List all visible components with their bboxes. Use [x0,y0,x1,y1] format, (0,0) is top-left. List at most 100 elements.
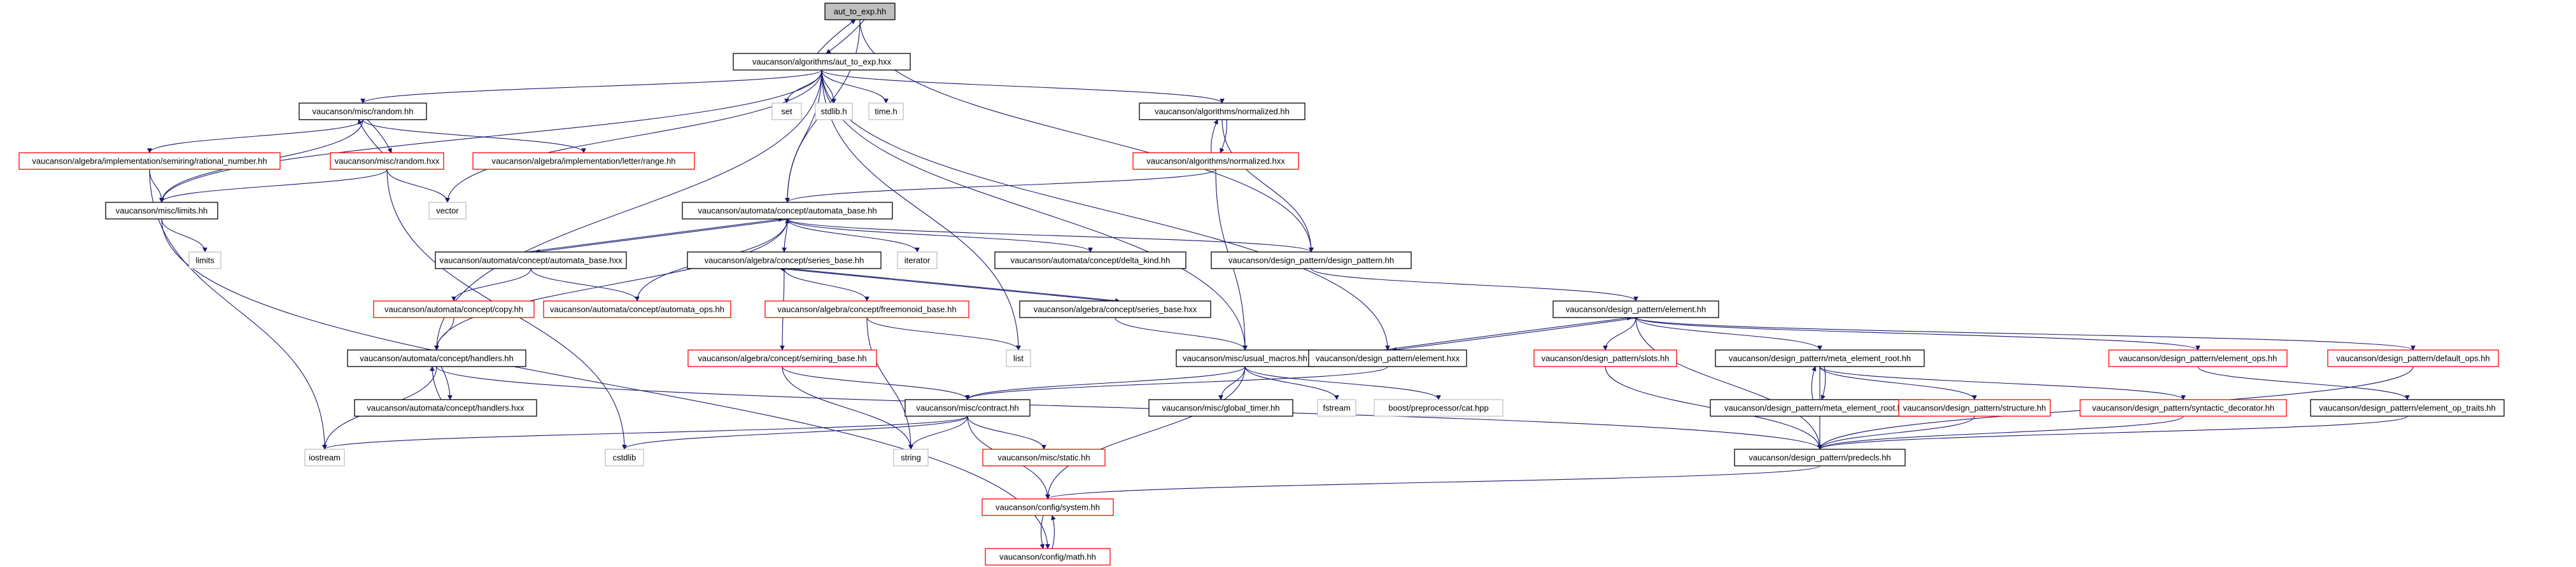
node-label: vaucanson/misc/contract.hh [916,403,1018,413]
node-list[interactable]: list [1006,349,1031,367]
node-meta-element-root-hxx[interactable]: vaucanson/design_pattern/meta_element_ro… [1710,399,1925,417]
node-box [994,251,1186,269]
node-syntactic-decorator-hh[interactable]: vaucanson/design_pattern/syntactic_decor… [2080,399,2287,417]
node-box [472,152,695,170]
node-label: vaucanson/algebra/concept/semiring_base.… [698,354,866,363]
node-box [2310,399,2505,417]
node-slots-hh[interactable]: vaucanson/design_pattern/slots.hh [1533,349,1677,367]
node-meta-element-root-hh[interactable]: vaucanson/design_pattern/meta_element_ro… [1715,349,1925,367]
node-vector[interactable]: vector [428,202,467,220]
node-box [105,202,218,220]
node-time-h[interactable]: time.h [868,102,904,120]
edge-random_hxx-to-limits_hh [159,169,388,203]
node-normalized-hh[interactable]: vaucanson/algorithms/normalized.hh [1139,102,1306,120]
node-copy-hh[interactable]: vaucanson/automata/concept/copy.hh [373,300,535,318]
node-handlers-hxx[interactable]: vaucanson/automata/concept/handlers.hxx [354,399,537,417]
node-box [299,102,427,120]
node-label: vaucanson/misc/static.hh [997,453,1090,463]
edge-automata_base_hxx-to-copy_hh [451,268,531,302]
node-handlers-hh[interactable]: vaucanson/automata/concept/handlers.hh [347,349,526,367]
node-delta-kind-hh[interactable]: vaucanson/automata/concept/delta_kind.hh [994,251,1186,269]
edge-system_hh-to-math_hh [1039,515,1045,549]
node-contract-hh[interactable]: vaucanson/misc/contract.hh [904,399,1031,417]
node-element-hh[interactable]: vaucanson/design_pattern/element.hh [1552,300,1719,318]
node-label: vaucanson/automata/concept/handlers.hxx [367,403,524,413]
edge-random_hh-to-rational_number_hh [147,119,363,153]
node-label: vaucanson/config/system.hh [996,503,1100,512]
node-iterator[interactable]: iterator [897,251,938,269]
edge-handlers_hxx-to-handlers_hh [430,366,442,400]
edge-automata_base_hh-to-automata_base_hxx [535,218,792,254]
edge-element_hh-to-element_ops_hh [1635,317,2200,351]
node-iostream[interactable]: iostream [304,449,345,466]
node-letter-range-hh[interactable]: vaucanson/algebra/implementation/letter/… [472,152,695,170]
node-default-ops-hh[interactable]: vaucanson/design_pattern/default_ops.hh [2327,349,2499,367]
node-predecls-hh[interactable]: vaucanson/design_pattern/predecls.hh [1734,449,1906,466]
node-limits[interactable]: limits [188,251,222,269]
edge-normalized_hxx-to-normalized_hh [1211,119,1218,153]
edge-aut_to_exp_hxx-to-aut_to_exp_hh [817,19,856,54]
edge-rational_number_hh-to-limits_hh [149,169,164,203]
edge-usual_macros_hh-to-fstream [1244,366,1339,400]
node-label: fstream [1323,403,1350,413]
nodes-layer: aut_to_exp.hh vaucanson/algorithms/aut_to… [18,3,2505,566]
node-label: vaucanson/misc/random.hxx [335,157,440,166]
node-box [815,102,853,120]
node-label: vaucanson/automata/concept/delta_kind.hh [1011,256,1171,265]
node-element-op-traits-hh[interactable]: vaucanson/design_pattern/element_op_trai… [2310,399,2505,417]
edge-semiring_base_hh-to-string [782,366,913,450]
edge-element_hh-to-slots_hh [1603,317,1636,351]
node-aut-to-exp-hxx[interactable]: vaucanson/algorithms/aut_to_exp.hxx [733,53,911,71]
node-box [1715,349,1925,367]
node-label: vaucanson/algebra/concept/series_base.hh [705,256,864,265]
node-limits-hh[interactable]: vaucanson/misc/limits.hh [105,202,218,220]
node-box [188,251,222,269]
node-series-base-hh[interactable]: vaucanson/algebra/concept/series_base.hh [687,251,882,269]
node-series-base-hxx[interactable]: vaucanson/algebra/concept/series_base.hx… [1019,300,1211,318]
node-aut-to-exp-hh[interactable]: aut_to_exp.hh [824,3,896,20]
edge-element_hh-to-meta_element_root_hh [1635,317,1822,351]
node-freemonoid-base-hh[interactable]: vaucanson/algebra/concept/freemonoid_bas… [764,300,969,318]
node-label: vaucanson/automata/concept/automata_ops.… [550,305,724,314]
edge-normalized_hh-to-normalized_hxx [1220,119,1227,153]
node-random-hxx[interactable]: vaucanson/misc/random.hxx [330,152,444,170]
edge-limits_hh-to-limits [161,218,208,253]
node-set[interactable]: set [771,102,802,120]
node-element-ops-hh[interactable]: vaucanson/design_pattern/element_ops.hh [2108,349,2288,367]
node-cstdlib[interactable]: cstdlib [605,449,644,466]
edge-aut_to_exp_hxx-to-random_hh [360,69,822,104]
node-global-timer-hh[interactable]: vaucanson/misc/global_timer.hh [1148,399,1293,417]
edge-random_hxx-to-vector [386,169,450,203]
node-system-hh[interactable]: vaucanson/config/system.hh [982,498,1114,516]
edge-usual_macros_hh-to-contract_hh [965,366,1246,400]
node-box [543,300,731,318]
node-random-hh[interactable]: vaucanson/misc/random.hh [299,102,427,120]
node-math-hh[interactable]: vaucanson/config/math.hh [985,548,1111,566]
node-usual-macros-hh[interactable]: vaucanson/misc/usual_macros.hh [1176,349,1314,367]
node-rational-number-hh[interactable]: vaucanson/algebra/implementation/semirin… [18,152,281,170]
node-box [1019,300,1211,318]
node-automata-ops-hh[interactable]: vaucanson/automata/concept/automata_ops.… [543,300,731,318]
edge-aut_to_exp_hxx-to-usual_macros_hh [821,69,1248,351]
edge-series_base_hh-to-series_base_hxx [788,268,1120,304]
edge-element_ops_hh-to-element_op_traits_hh [2197,366,2410,400]
node-box [1211,251,1412,269]
node-fstream[interactable]: fstream [1317,399,1356,417]
node-structure-hh[interactable]: vaucanson/design_pattern/structure.hh [1898,399,2051,417]
node-design-pattern-hh[interactable]: vaucanson/design_pattern/design_pattern.… [1211,251,1412,269]
node-automata-base-hxx[interactable]: vaucanson/automata/concept/automata_base… [435,251,627,269]
node-normalized-hxx[interactable]: vaucanson/algorithms/normalized.hxx [1132,152,1299,170]
node-stdlib-h[interactable]: stdlib.h [815,102,853,120]
node-automata-base-hh[interactable]: vaucanson/automata/concept/automata_base… [682,202,893,220]
node-static-hh[interactable]: vaucanson/misc/static.hh [982,449,1106,466]
node-boost-cat-hpp[interactable]: boost/preprocessor/cat.hpp [1374,399,1503,417]
node-box [1148,399,1293,417]
node-semiring-base-hh[interactable]: vaucanson/algebra/concept/semiring_base.… [687,349,877,367]
edge-freemonoid_base_hh-to-list [866,317,1021,351]
edge-math_hh-to-system_hh [1051,515,1056,549]
node-string[interactable]: string [893,449,929,466]
edge-normalized_hxx-to-automata_base_hh [785,169,1216,203]
node-label: vector [436,206,459,216]
node-element-hxx[interactable]: vaucanson/design_pattern/element.hxx [1308,349,1467,367]
